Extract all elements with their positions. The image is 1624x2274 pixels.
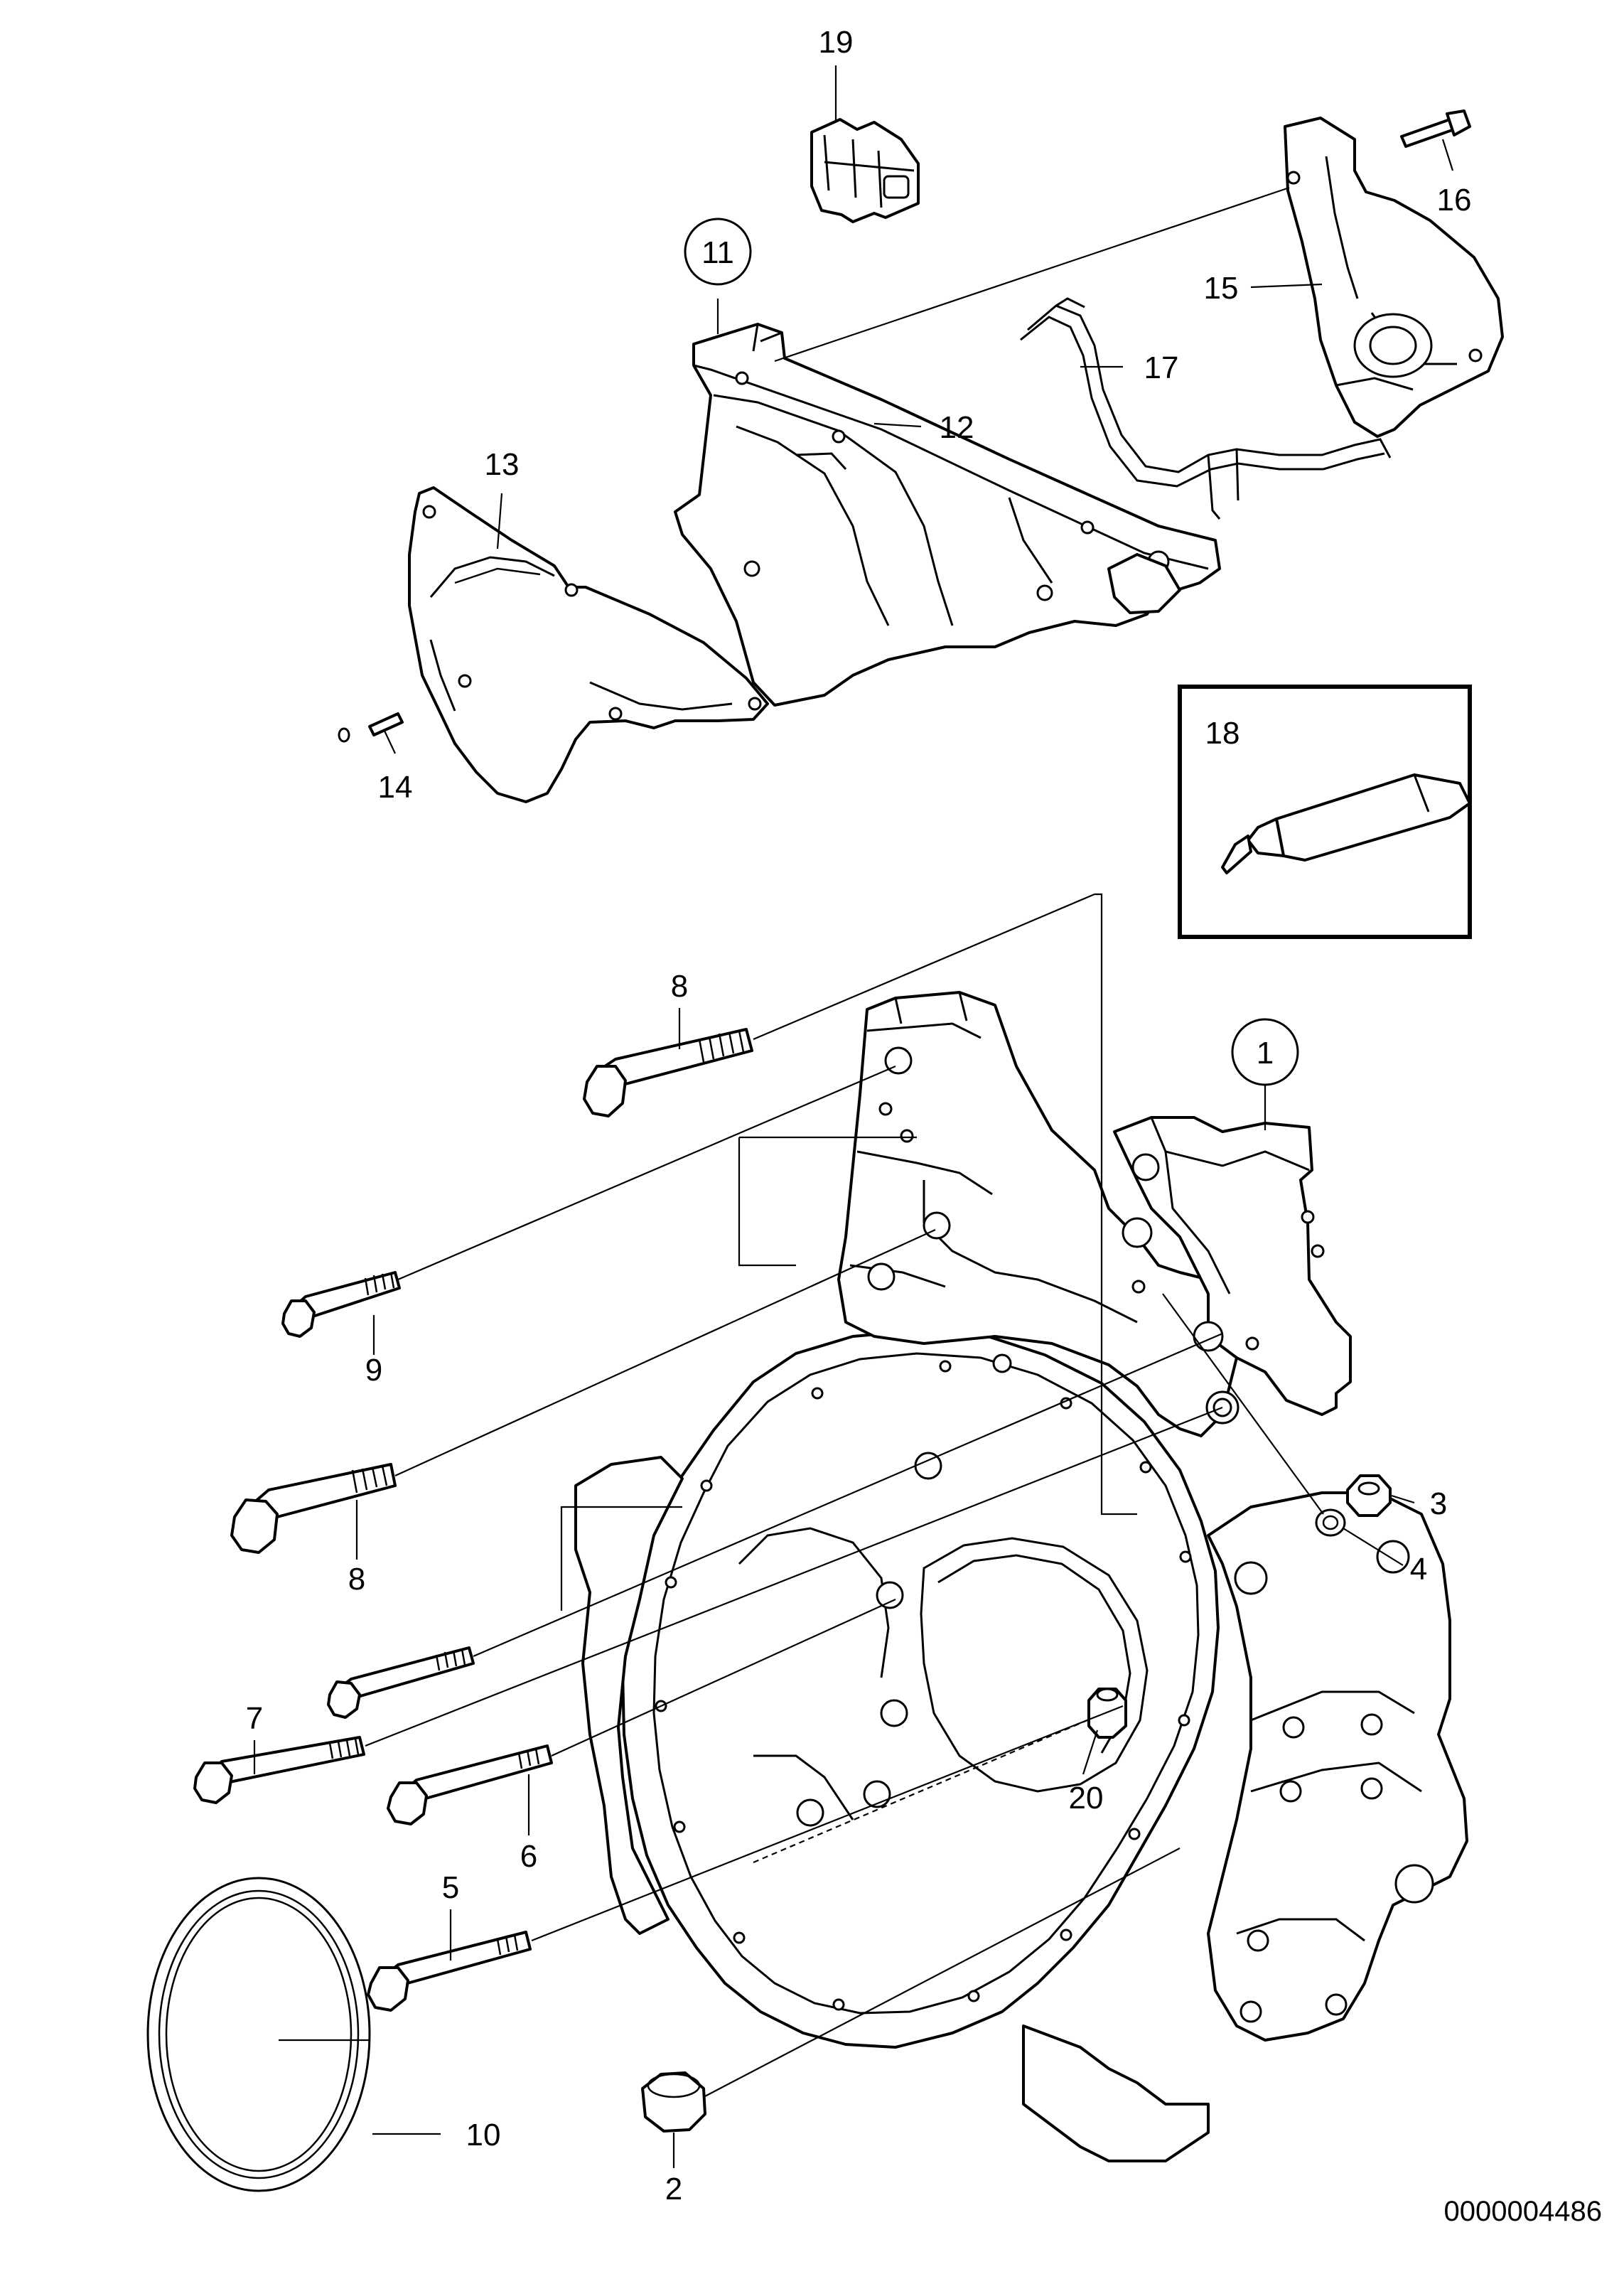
callout-12: 12 <box>940 410 974 445</box>
callout-labels: 19 16 15 11 17 12 13 14 18 8 1 9 3 4 8 7… <box>246 25 1602 2227</box>
callout-17: 17 <box>1144 350 1179 385</box>
callout-5: 5 <box>442 1870 459 1905</box>
callout-7: 7 <box>246 1701 263 1736</box>
part-13-cover-plate <box>408 486 769 803</box>
part-15-cover <box>1284 117 1504 438</box>
part-18-sealant-box <box>1178 685 1472 939</box>
callout-20: 20 <box>1069 1781 1104 1816</box>
callout-15: 15 <box>1204 271 1239 306</box>
callout-19: 19 <box>819 25 854 60</box>
part-9-bolt <box>281 1271 401 1338</box>
part-3-plug <box>1346 1474 1392 1517</box>
part-14-screw <box>338 712 404 743</box>
callout-2: 2 <box>665 2172 682 2206</box>
part-4-seal-ring <box>1315 1508 1346 1537</box>
part-16-screw <box>1400 109 1471 148</box>
part-10-o-ring <box>146 1877 371 2192</box>
callout-6: 6 <box>520 1839 537 1874</box>
part-8-bolt-lower <box>230 1463 397 1554</box>
callout-9: 9 <box>365 1353 382 1388</box>
part-12-housing <box>674 323 1221 707</box>
callout-16: 16 <box>1437 183 1472 218</box>
callout-11-circle <box>684 218 752 286</box>
callout-8-lower: 8 <box>348 1562 365 1597</box>
part-8-bolt-upper <box>583 1028 753 1117</box>
part-19-clip <box>810 118 920 223</box>
part-2-plug <box>641 2071 706 2133</box>
part-20-fitting <box>1087 1688 1127 1739</box>
part-6-bolt <box>387 1744 553 1825</box>
callout-10: 10 <box>466 2118 501 2152</box>
part-5-bolt <box>367 1931 532 2012</box>
part-7-bolt-upper <box>327 1646 475 1719</box>
callout-1: 1 <box>1257 1036 1274 1071</box>
part-1-flywheel-housing <box>574 991 1468 2162</box>
part-7-bolt <box>193 1736 365 1804</box>
callout-14: 14 <box>378 770 413 805</box>
callout-3: 3 <box>1430 1486 1447 1521</box>
callout-8-upper: 8 <box>671 969 688 1004</box>
leader-lines <box>253 65 1454 2168</box>
part-17-gasket <box>1020 297 1392 520</box>
callout-11: 11 <box>701 235 734 270</box>
callout-18: 18 <box>1205 716 1240 751</box>
callout-1-circle <box>1231 1018 1299 1086</box>
callout-4: 4 <box>1410 1552 1427 1587</box>
document-number: 0000004486 <box>1444 2196 1602 2227</box>
callout-13: 13 <box>485 447 520 482</box>
